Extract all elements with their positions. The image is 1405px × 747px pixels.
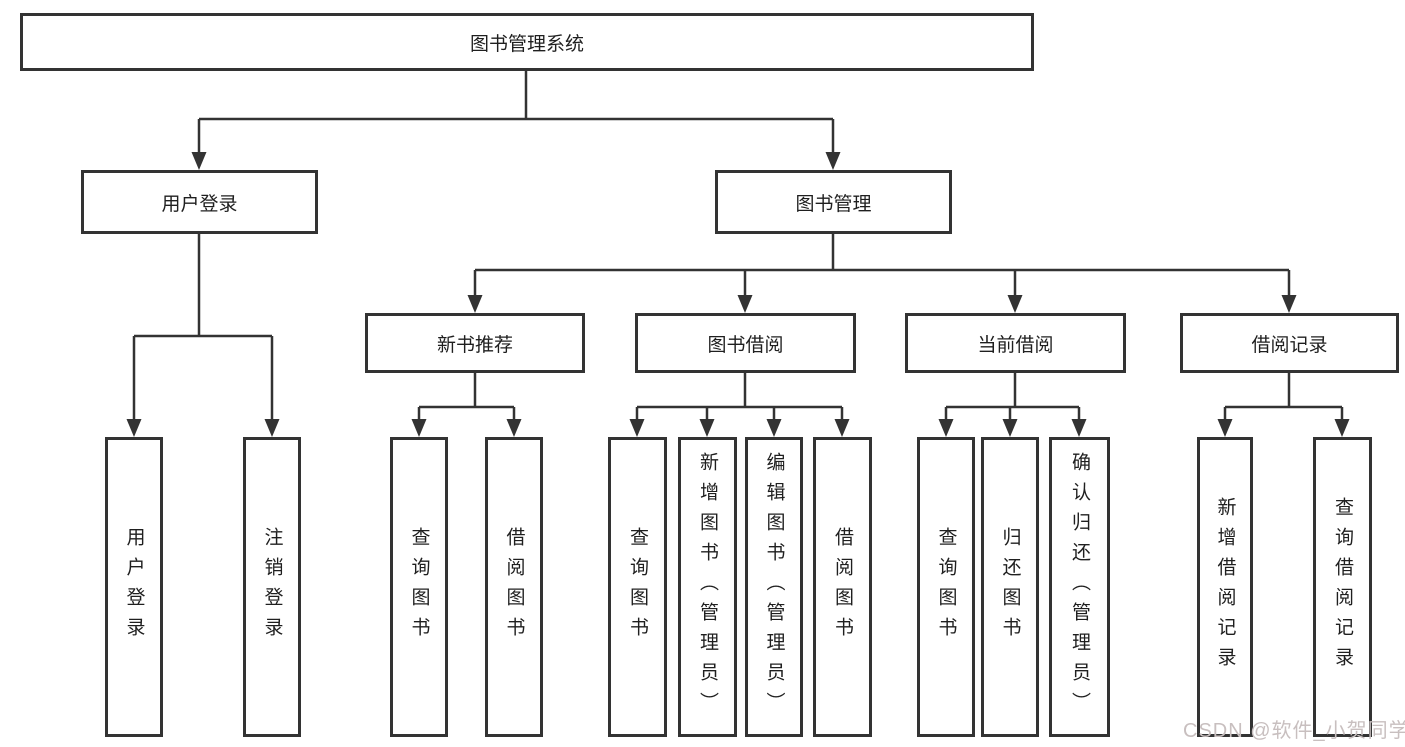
node-label: 借阅图书 — [832, 527, 853, 647]
node-label: 用户登录 — [161, 193, 238, 215]
arrow-down-icon — [467, 295, 483, 313]
node-borrow-records: 借阅记录 — [1180, 313, 1399, 373]
node-label: 图书管理系统 — [469, 33, 584, 55]
node-label: 新增图书（管理员） — [697, 452, 718, 722]
arrow-down-icon — [938, 419, 954, 437]
node-return-book: 归还图书 — [981, 437, 1039, 737]
node-add-borrow-record: 新增借阅记录 — [1197, 437, 1253, 737]
node-label: 图书借阅 — [707, 334, 784, 356]
arrow-down-icon — [629, 419, 645, 437]
arrow-down-icon — [1334, 419, 1350, 437]
node-user-login-leaf: 用户登录 — [105, 437, 163, 737]
node-label: 编辑图书（管理员） — [763, 452, 785, 722]
node-label: 查询借阅记录 — [1332, 497, 1353, 677]
node-logout: 注销登录 — [243, 437, 301, 737]
arrow-down-icon — [1007, 295, 1023, 313]
node-label: 查询图书 — [408, 527, 430, 647]
node-user-login: 用户登录 — [81, 170, 318, 234]
arrow-down-icon — [825, 152, 841, 170]
node-current-borrowing: 当前借阅 — [905, 313, 1126, 373]
node-label: 查询图书 — [935, 527, 957, 647]
node-query-borrow-record: 查询借阅记录 — [1313, 437, 1372, 737]
node-book-borrowing: 图书借阅 — [635, 313, 856, 373]
node-query-books-current: 查询图书 — [917, 437, 975, 737]
arrow-down-icon — [1217, 419, 1233, 437]
node-label: 当前借阅 — [977, 334, 1054, 356]
arrow-down-icon — [411, 419, 427, 437]
node-new-book-recommend: 新书推荐 — [365, 313, 585, 373]
node-label: 借阅记录 — [1251, 334, 1328, 356]
arrow-down-icon — [1281, 295, 1297, 313]
node-query-books-recommend: 查询图书 — [390, 437, 448, 737]
arrow-down-icon — [1002, 419, 1018, 437]
arrow-down-icon — [834, 419, 850, 437]
node-label: 借阅图书 — [503, 527, 525, 647]
arrow-down-icon — [191, 152, 207, 170]
arrow-down-icon — [264, 419, 280, 437]
node-label: 查询图书 — [627, 527, 648, 647]
node-borrow-books-recommend: 借阅图书 — [485, 437, 543, 737]
node-edit-book-admin: 编辑图书（管理员） — [745, 437, 803, 737]
node-label: 用户登录 — [123, 527, 145, 647]
node-confirm-return-admin: 确认归还（管理员） — [1049, 437, 1110, 737]
node-label: 新书推荐 — [436, 334, 513, 356]
node-book-management: 图书管理 — [715, 170, 952, 234]
node-borrow-books: 借阅图书 — [813, 437, 872, 737]
arrow-down-icon — [766, 419, 782, 437]
node-label: 图书管理 — [795, 193, 872, 215]
arrow-down-icon — [126, 419, 142, 437]
arrow-down-icon — [506, 419, 522, 437]
node-query-books-borrow: 查询图书 — [608, 437, 667, 737]
arrow-down-icon — [699, 419, 715, 437]
node-add-book-admin: 新增图书（管理员） — [678, 437, 737, 737]
csdn-watermark: CSDN @软件_小贺同学 — [1183, 720, 1405, 742]
node-label: 确认归还（管理员） — [1069, 452, 1090, 722]
arrow-down-icon — [737, 295, 753, 313]
node-label: 新增借阅记录 — [1214, 497, 1236, 677]
node-label: 注销登录 — [261, 527, 283, 647]
node-label: 归还图书 — [999, 527, 1021, 647]
arrow-down-icon — [1071, 419, 1087, 437]
node-library-management-system: 图书管理系统 — [20, 13, 1034, 71]
